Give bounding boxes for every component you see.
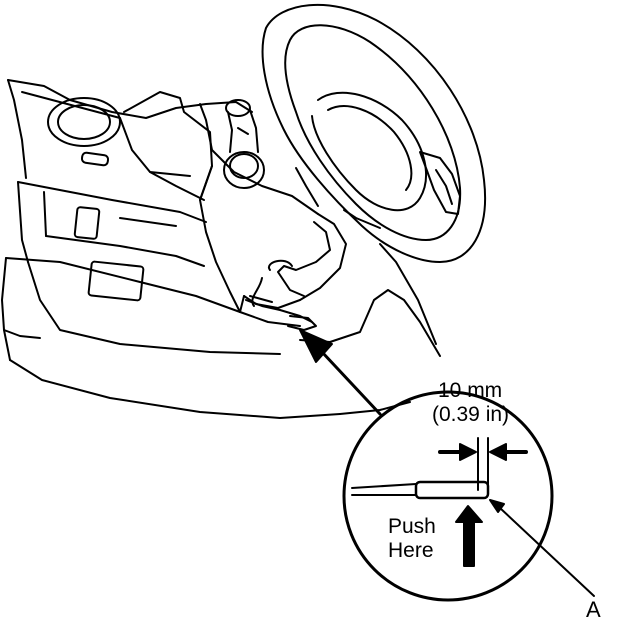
gauge-pod [47, 97, 121, 147]
push-label-line1: Push [388, 515, 436, 538]
push-label-line2: Here [388, 539, 434, 562]
release-tab [351, 480, 490, 500]
detail-inset [342, 390, 595, 602]
column-lower-trim [245, 221, 331, 331]
dimension-arrow-right [489, 443, 528, 461]
small-switch [80, 151, 110, 167]
dimension-label-mm: 10 mm [438, 379, 503, 402]
dashboard [1, 79, 441, 419]
callout-label-a: A [586, 597, 601, 622]
push-arrow [455, 505, 483, 567]
dash-switch [73, 206, 101, 240]
steering-wheel [261, 3, 487, 263]
dimension-label-in: (0.39 in) [432, 403, 510, 426]
detail-pointer-arrow [299, 329, 382, 416]
dimension-arrow-left [438, 443, 477, 461]
callout-a-leader [489, 499, 595, 597]
lower-panel-slot [87, 260, 145, 302]
ignition-cylinder [223, 99, 265, 189]
steering-column [199, 99, 347, 331]
